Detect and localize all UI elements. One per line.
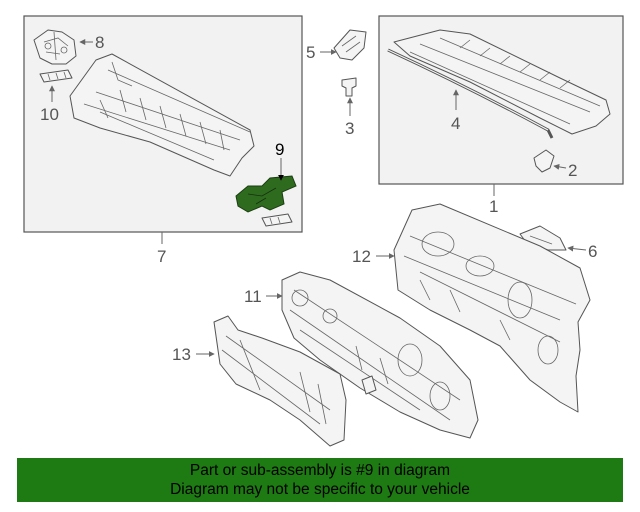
callout-3[interactable]: 3: [345, 119, 354, 138]
callout-2[interactable]: 2: [568, 161, 577, 180]
parts-diagram: 8 10 9 7 5 3 4 2 1 6 12 11 13: [23, 15, 624, 447]
leader-2: [553, 163, 567, 170]
banner-line-1: Part or sub-assembly is #9 in diagram: [189, 462, 451, 479]
callout-13[interactable]: 13: [172, 345, 191, 364]
callout-5[interactable]: 5: [306, 43, 315, 62]
callout-4[interactable]: 4: [451, 114, 460, 133]
callout-12[interactable]: 12: [352, 247, 371, 266]
callout-1[interactable]: 1: [489, 197, 498, 216]
callout-11[interactable]: 11: [244, 287, 262, 306]
part-12-dash-panel[interactable]: [393, 203, 591, 413]
callout-7[interactable]: 7: [157, 247, 166, 266]
leader-6: [567, 245, 587, 252]
callout-8[interactable]: 8: [95, 33, 104, 52]
part-5-bracket[interactable]: [333, 29, 367, 61]
part-11-insulator[interactable]: [281, 271, 479, 439]
callout-6[interactable]: 6: [588, 242, 597, 261]
banner-line-2: Diagram may not be specific to your vehi…: [170, 481, 470, 498]
part-3-clip[interactable]: [341, 77, 357, 97]
callout-10[interactable]: 10: [40, 105, 59, 124]
info-banner: Part or sub-assembly is #9 in diagram Di…: [17, 458, 623, 502]
part-9-highlighted[interactable]: [235, 175, 297, 213]
part-8-bracket[interactable]: [33, 29, 77, 65]
part-4-weatherstrip[interactable]: [387, 48, 554, 139]
part-2-clip[interactable]: [533, 149, 555, 173]
part-7-cowl-assembly[interactable]: [69, 53, 255, 177]
part-1-cowl-panel[interactable]: [393, 29, 611, 135]
part-10-pad[interactable]: [39, 69, 73, 83]
part-9-pad: [261, 213, 293, 227]
callout-9[interactable]: 9: [275, 140, 284, 159]
part-13-silencer[interactable]: [213, 315, 347, 447]
